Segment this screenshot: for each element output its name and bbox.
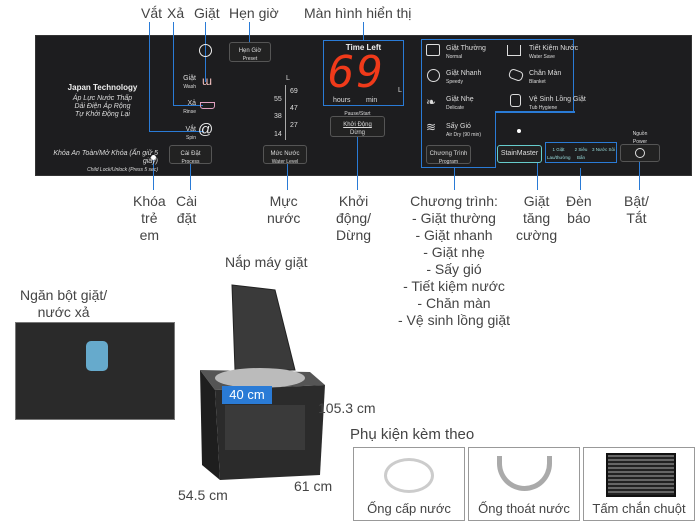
label-preset: Hẹn giờ [229, 5, 279, 21]
label-stain: Giặt tăng cường [516, 193, 558, 243]
softener-cup [86, 341, 108, 371]
accessory-inlet-hose: Ống cấp nước [353, 447, 465, 521]
wash-icon: ɯ [202, 74, 212, 88]
rinse-icon [200, 102, 215, 109]
display-box [323, 40, 404, 106]
detergent-drawer-image [15, 322, 175, 420]
washing-machine-image [200, 284, 325, 480]
dim-depth: 61 cm [294, 478, 333, 494]
label-display: Màn hình hiển thị [304, 5, 412, 21]
label-spin: Vắt [141, 5, 163, 21]
speedy-icon [427, 69, 440, 82]
tub-icon [510, 94, 521, 107]
accessories-title: Phụ kiện kèm theo [350, 426, 475, 443]
drain-hose-icon [497, 456, 552, 491]
label-detergent: Ngăn bột giặt/ nước xả [20, 287, 108, 320]
water-level: 14 [274, 131, 282, 138]
indicator-box [545, 142, 617, 163]
water-save-icon [507, 45, 521, 56]
label-indicator: Đèn báo [566, 193, 592, 226]
program-list: Chương trình: - Giặt thường- Giặt nhanh-… [398, 193, 511, 328]
child-lock-text: Khóa An Toàn/Mở Khóa (Ấn giữ 5 giây)Chil… [53, 150, 158, 173]
grid-icon [606, 453, 676, 497]
label-power: Bật/ Tắt [624, 193, 649, 226]
shirt-icon [426, 44, 440, 56]
label-lid: Nắp máy giặt [225, 254, 308, 270]
display-value: 69 [328, 47, 385, 98]
indicator-1: 1 Giặt Lau/thường [547, 147, 571, 160]
child-lock-dot[interactable] [151, 155, 156, 160]
water-unit: L [286, 75, 290, 82]
power-button[interactable] [620, 144, 660, 162]
inner-width: 40 cm [222, 386, 272, 404]
power-icon [635, 148, 645, 158]
indicator-dot [517, 129, 521, 133]
wind-icon: ≋ [426, 120, 437, 134]
leaf-icon: ❧ [426, 95, 437, 109]
water-level: 47 [290, 105, 298, 112]
dim-height: 105.3 cm [318, 400, 376, 416]
accessory-drain-hose: Ống thoát nước [468, 447, 580, 521]
water-level: 38 [274, 113, 282, 120]
hours-label: hours [333, 97, 351, 104]
water-level: 55 [274, 96, 282, 103]
label-child-lock: Khóa trẻ em [133, 193, 166, 243]
spin-icon: @ [198, 121, 214, 138]
indicator-3: 3 Nước Sôi [592, 147, 615, 152]
label-start: Khởi động/ Dừng [336, 193, 372, 243]
program-box-lower [421, 111, 496, 168]
water-level: 27 [290, 122, 298, 129]
label-water-level: Mực nước [267, 193, 301, 226]
display-unit: L [398, 87, 402, 94]
hose-icon [384, 458, 434, 493]
label-process: Cài đặt [176, 193, 198, 226]
label-wash: Giặt [194, 5, 220, 21]
time-left: Time Left [345, 43, 382, 52]
indicator-2: 2 Siêu Bẩn [574, 147, 588, 160]
pause-start-label: Pause/Start [344, 111, 371, 117]
program-box [421, 39, 574, 112]
brand-text: Japan Technology [67, 83, 138, 92]
water-level: 69 [290, 88, 298, 95]
dim-width: 54.5 cm [178, 487, 228, 503]
accessory-rodent-guard: Tấm chắn chuột [583, 447, 695, 521]
stainmaster-button[interactable]: StainMaster [497, 145, 542, 163]
clock-icon [199, 44, 212, 57]
min-label: min [366, 97, 378, 104]
label-rinse: Xả [167, 5, 185, 21]
